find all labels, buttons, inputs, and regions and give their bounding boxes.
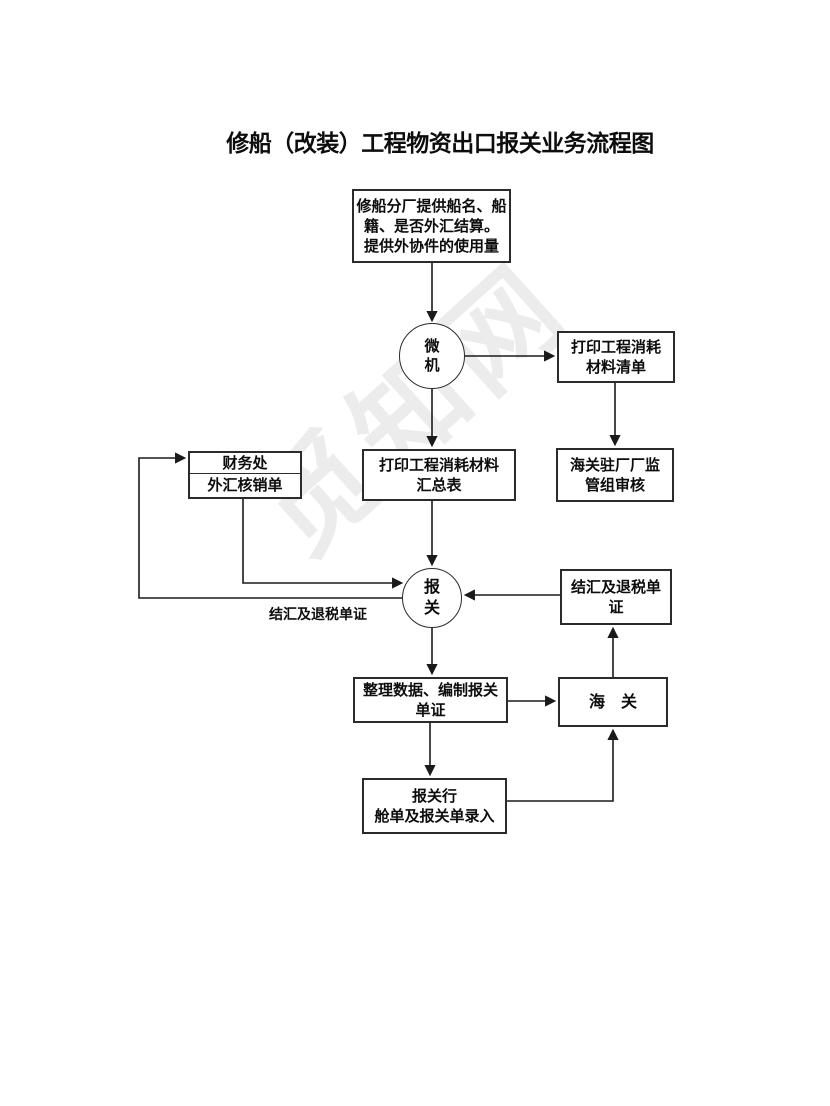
node-text-line: 证 xyxy=(608,598,624,616)
edge-broker-to-customs xyxy=(507,728,619,802)
node-customs-broker-entry: 报关行 舱单及报关单录入 xyxy=(362,778,507,834)
node-declaration-circle: 报 关 xyxy=(402,568,462,628)
forex-verification-cell: 外汇核销单 xyxy=(190,474,300,497)
node-customs-factory-supervision-review: 海关驻厂厂监 管组审核 xyxy=(556,448,674,502)
node-finance-verification: 财务处 外汇核销单 xyxy=(188,451,302,499)
node-customs: 海 关 xyxy=(558,677,668,727)
node-text-line: 单证 xyxy=(415,701,446,719)
node-text-line: 机 xyxy=(424,356,440,374)
node-organize-data-prepare-docs: 整理数据、编制报关 单证 xyxy=(353,677,508,723)
node-text-line: 海关驻厂厂监 xyxy=(569,455,660,474)
edge-declare-to-finance xyxy=(138,452,402,599)
node-text-line: 海 关 xyxy=(588,692,637,712)
node-computer-circle: 微 机 xyxy=(399,323,465,389)
edge-finance-to-declare xyxy=(242,499,404,589)
edge-label-settlement-docs: 结汇及退税单证 xyxy=(269,607,367,623)
node-text-line: 关 xyxy=(423,598,440,617)
node-text-line: 外汇核销单 xyxy=(207,476,283,495)
node-print-consumption-list: 打印工程消耗 材料清单 xyxy=(557,331,675,383)
node-repair-branch-factory: 修船分厂提供船名、船 籍、是否外汇结算。 提供外协件的使用量 xyxy=(352,189,511,263)
node-text-line: 管组审核 xyxy=(584,476,645,494)
node-text-line: 微 xyxy=(424,336,440,355)
node-text-line: 结汇及退税单 xyxy=(570,577,661,596)
node-text-line: 修船分厂提供船名、船 xyxy=(356,196,507,215)
node-text-line: 舱单及报关单录入 xyxy=(374,807,495,825)
node-text-line: 提供外协件的使用量 xyxy=(363,237,499,256)
node-text-line: 汇总表 xyxy=(416,476,462,494)
node-text-line: 报 xyxy=(423,577,440,597)
node-text-line: 财务处 xyxy=(222,453,268,472)
finance-dept-cell: 财务处 xyxy=(190,453,300,474)
node-settlement-tax-refund-docs: 结汇及退税单 证 xyxy=(560,569,672,625)
node-text-line: 打印工程消耗 xyxy=(570,337,661,356)
node-text-line: 报关行 xyxy=(411,786,457,805)
node-text-line: 籍、是否外汇结算。 xyxy=(363,216,499,235)
node-text-line: 材料清单 xyxy=(585,358,646,376)
node-text-line: 打印工程消耗材料 xyxy=(378,455,499,474)
node-text-line: 整理数据、编制报关 xyxy=(362,680,498,699)
diagram-title: 修船（改装）工程物资出口报关业务流程图 xyxy=(226,131,654,157)
node-print-consumption-summary: 打印工程消耗材料 汇总表 xyxy=(362,449,516,501)
